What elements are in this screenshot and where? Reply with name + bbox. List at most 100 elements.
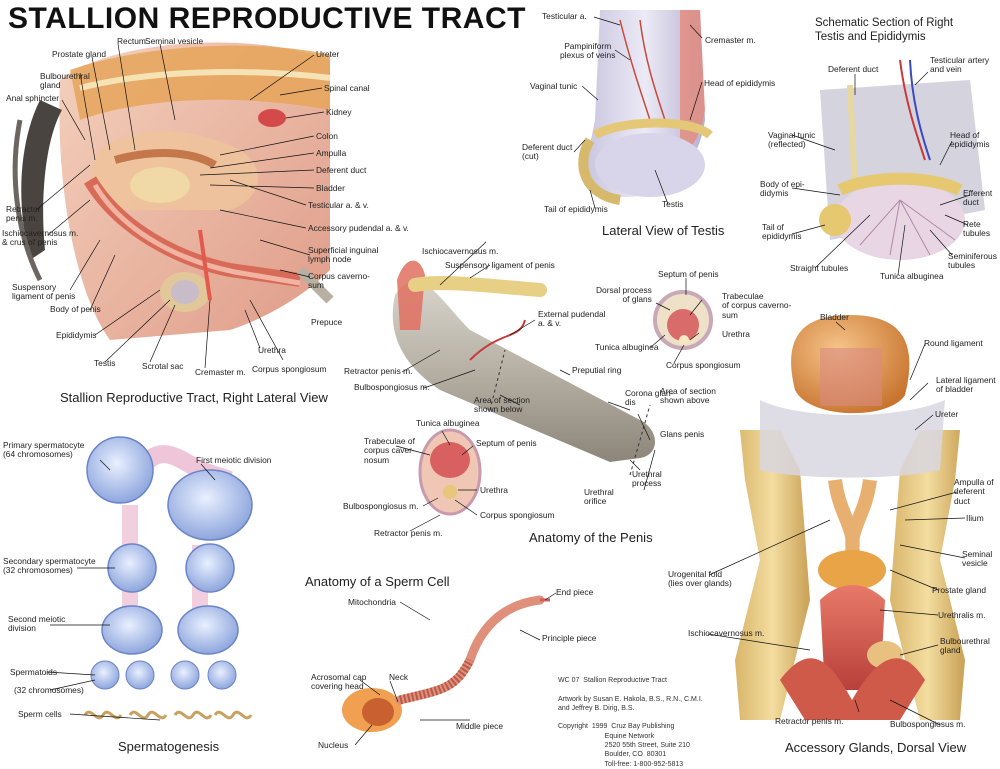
label-schematic-efferent: Efferent duct (963, 188, 993, 208)
label-second-meiotic: Second meiotic division (8, 614, 66, 634)
label-testicular-a: Testicular a. (542, 11, 587, 21)
label-schematic-straight: Straight tubules (790, 263, 849, 273)
label-first-meiotic: First meiotic division (196, 455, 272, 465)
label-round-ligament: Round ligament (924, 338, 983, 348)
label-retractor-low: Retractor penis m. (374, 528, 443, 538)
label-penis-bulbospongiosus: Bulbospongiosus m. (354, 382, 430, 392)
label-corona-glandis: Corona glan- dis (625, 388, 674, 408)
label-body-of-penis: Body of penis (50, 304, 101, 314)
label-area-above: Area of section shown above (660, 386, 716, 406)
label-preputial-ring: Preputial ring (572, 365, 622, 375)
label-penis-suspensory: Suspensory ligament of penis (445, 260, 555, 270)
label-schematic-head: Head of epididymis (950, 130, 990, 150)
testis-lateral-illustration (578, 10, 713, 205)
label-urethra-low: Urethra (480, 485, 508, 495)
label-suspensory-ligament: Suspensory ligament of penis (12, 282, 76, 302)
label-head-of-epididymis: Head of epididymis (704, 78, 776, 88)
publisher-credits: WC 07 Stallion Reproductive Tract Artwor… (558, 677, 703, 768)
label-accessory-bulbospongiosus: Bulbospongiosus m. (890, 719, 966, 729)
label-ampulla-deferent: Ampulla of deferent duct (954, 477, 994, 506)
label-epididymis: Epididymis (56, 330, 97, 340)
label-bulbospongiosus-low: Bulbospongiosus m. (343, 501, 419, 511)
panel-title-schematic: Schematic Section of Right Testis and Ep… (815, 17, 954, 43)
label-seminal-vesicle: Seminal vesicle (145, 36, 204, 46)
label-corpus-spongiosum: Corpus spongiosum (252, 364, 327, 374)
label-retractor-penis: Retractor penis m. (6, 204, 41, 224)
label-bladder: Bladder (316, 183, 345, 193)
label-cremaster: Cremaster m. (195, 367, 246, 377)
label-vaginal-tunic: Vaginal tunic (530, 81, 578, 91)
label-penis-retractor: Retractor penis m. (344, 366, 413, 376)
panel-title-penis: Anatomy of the Penis (529, 530, 653, 545)
label-middle-piece: Middle piece (456, 721, 504, 731)
label-trabeculae-low: Trabeculae of corpus caver- nosum (364, 436, 415, 465)
label-spermatoids: Spermatoids (10, 667, 58, 677)
label-area-below: Area of section shown below (474, 395, 530, 415)
label-leader-lines (35, 16, 971, 746)
schematic-section-illustration (819, 59, 985, 260)
label-urethral-orifice: Urethral orifice (584, 487, 614, 507)
label-deferent-duct-cut: Deferent duct (cut) (522, 142, 573, 162)
panel-title-sperm: Anatomy of a Sperm Cell (305, 574, 450, 589)
spermatogenesis-illustration (83, 436, 253, 720)
panel-title-accessory: Accessory Glands, Dorsal View (785, 740, 967, 755)
label-testis-lateral: Testis (662, 199, 684, 209)
label-accessory-seminal: Seminal vesicle (962, 549, 993, 569)
label-schematic-tunica: Tunica albuginea (880, 271, 944, 281)
label-ampulla: Ampulla (316, 148, 347, 158)
label-nucleus: Nucleus (318, 740, 349, 750)
label-rectum: Rectum (117, 36, 146, 46)
label-schematic-body: Body of epi- didymis (760, 179, 805, 199)
label-prostate-gland: Prostate gland (52, 49, 107, 59)
label-deferent-duct: Deferent duct (316, 165, 367, 175)
label-urethralis: Urethralis m. (938, 610, 986, 620)
label-dorsal-process: Dorsal process of glans (596, 285, 652, 305)
poster-title: STALLION REPRODUCTIVE TRACT (8, 2, 526, 35)
label-schematic-deferent: Deferent duct (828, 64, 879, 74)
sperm-cell-illustration (342, 595, 550, 732)
label-trabeculae-top: Trabeculae of corpus caverno- sum (722, 291, 792, 320)
label-principle-piece: Principle piece (542, 633, 597, 643)
label-urogenital-fold: Urogenital fold (lies over glands) (668, 569, 732, 589)
label-schematic-testicular: Testicular artery and vein (930, 55, 990, 75)
label-pampiniform: Pampiniform plexus of veins (560, 41, 616, 61)
label-sperm-cells: Sperm cells (18, 709, 62, 719)
label-testis-cremaster: Cremaster m. (705, 35, 756, 45)
label-accessory-pudendal: Accessory pudendal a. & v. (308, 223, 409, 233)
label-ilium: Ilium (966, 513, 984, 523)
label-accessory-ureter: Ureter (935, 409, 959, 419)
label-urethra: Urethra (258, 345, 286, 355)
label-prepuce: Prepuce (311, 317, 343, 327)
label-tunica-low: Tunica albuginea (416, 418, 480, 428)
label-secondary-spermatocyte: Secondary spermatocyte (32 chromosomes) (3, 556, 96, 576)
panel-title-lateral-tract: Stallion Reproductive Tract, Right Later… (60, 390, 328, 405)
accessory-glands-illustration (735, 315, 965, 720)
label-urethral-process: Urethral process (632, 469, 662, 489)
label-accessory-prostate: Prostate gland (932, 585, 987, 595)
label-bulbourethral-gland: Bulbourethral gland (40, 71, 90, 91)
label-primary-spermatocyte: Primary spermatocyte (64 chromosomes) (3, 440, 85, 460)
label-urethra-top: Urethra (722, 329, 750, 339)
label-glans-penis: Glans penis (660, 429, 705, 439)
panel-title-spermatogenesis: Spermatogenesis (118, 739, 220, 754)
label-end-piece: End piece (556, 587, 594, 597)
label-accessory-ischiocavernosus: Ischiocavernosus m. (688, 628, 765, 638)
label-tunica-top: Tunica albuginea (595, 342, 659, 352)
label-32-chromosomes: (32 chromosomes) (14, 685, 84, 695)
label-superficial-inguinal: Superficial inguinal lymph node (308, 245, 379, 265)
label-schematic-vaginal: Vaginal tunic (reflected) (768, 130, 816, 150)
label-external-pudendal: External pudendal a. & v. (538, 309, 606, 329)
label-anal-sphincter: Anal sphincter (6, 93, 60, 103)
label-corpus-spong-top: Corpus spongiosum (666, 360, 741, 370)
label-accessory-bulbourethral: Bulbourethral gland (940, 636, 990, 656)
label-accessory-bladder: Bladder (820, 312, 849, 322)
label-neck: Neck (389, 672, 409, 682)
label-ureter: Ureter (316, 49, 340, 59)
label-septum-low: Septum of penis (476, 438, 537, 448)
label-scrotal-sac: Scrotal sac (142, 361, 184, 371)
label-kidney: Kidney (326, 107, 352, 117)
label-schematic-rete: Rete tubules (963, 219, 991, 239)
label-schematic-tail: Tail of epididymis (762, 222, 802, 242)
label-tail-of-epididymis: Tail of epididymis (544, 204, 608, 214)
